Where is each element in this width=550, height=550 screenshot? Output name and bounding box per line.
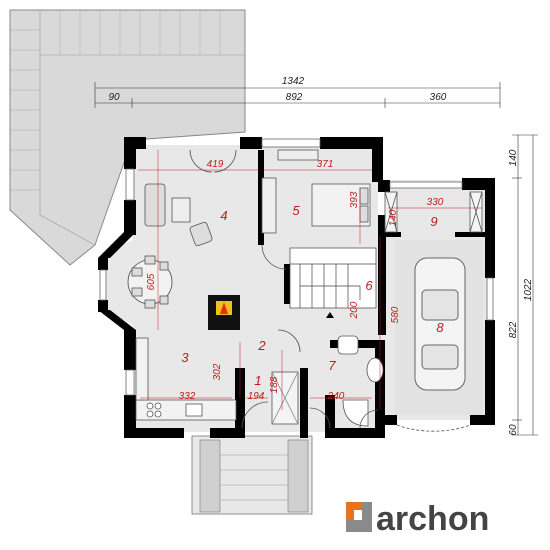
stairs-arrow-icon	[326, 312, 334, 318]
room-label-4: 4	[220, 208, 227, 223]
room-label-9: 9	[430, 214, 437, 229]
room-label-8: 8	[436, 320, 444, 335]
room-label-3: 3	[181, 350, 189, 365]
outer-dimension-lines	[94, 82, 538, 436]
room-dim-240: 240	[327, 391, 345, 402]
room-dim-371: 371	[317, 159, 334, 170]
room-dim-200: 200	[349, 301, 360, 319]
garage-shelves	[384, 191, 483, 233]
bedroom-furniture	[261, 149, 371, 234]
dimension-lines	[138, 150, 482, 410]
doors	[189, 149, 471, 432]
room-dim-419: 419	[207, 159, 224, 170]
room-dim-194: 194	[248, 391, 265, 402]
dim-top-left: 90	[108, 92, 120, 103]
dim-right-top: 140	[508, 149, 519, 166]
room-dim-140: 140	[388, 209, 399, 226]
dim-top-right: 360	[430, 92, 447, 103]
room-label-2: 2	[257, 338, 266, 353]
dim-top-total: 1342	[282, 76, 305, 87]
dim-right-total: 1022	[523, 278, 534, 301]
room-dim-393: 393	[349, 191, 360, 208]
archon-logo-text: archon	[376, 500, 489, 538]
living-room-furniture	[127, 183, 213, 309]
bathroom-fixtures	[271, 335, 384, 427]
windows	[99, 138, 494, 396]
room-dim-188: 188	[269, 376, 280, 393]
room-dim-302: 302	[212, 363, 223, 380]
entrance-steps	[191, 435, 313, 515]
kitchen-furniture	[135, 337, 237, 421]
dim-top-mid: 892	[286, 92, 303, 103]
room-dim-330: 330	[427, 197, 444, 208]
staircase	[289, 247, 377, 309]
room-label-7: 7	[328, 358, 336, 373]
room-dim-332: 332	[179, 391, 196, 402]
dim-right-bottom: 60	[508, 424, 519, 436]
room-dim-605: 605	[146, 273, 157, 290]
room-dim-580: 580	[390, 306, 401, 323]
archon-logo: archon	[346, 500, 489, 538]
dim-right-mid: 822	[508, 321, 519, 338]
room-label-6: 6	[365, 278, 373, 293]
room-label-5: 5	[292, 203, 300, 218]
room-label-1: 1	[254, 373, 261, 388]
fireplace	[208, 295, 240, 330]
car	[414, 257, 466, 391]
